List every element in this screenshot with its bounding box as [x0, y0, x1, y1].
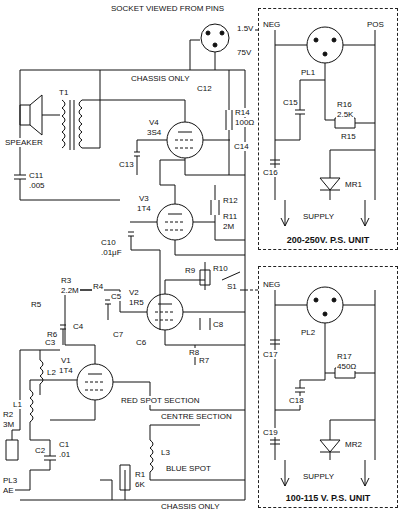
plug-socket — [307, 27, 343, 63]
component-label: 75V — [236, 48, 252, 57]
component-label: C18 — [288, 396, 305, 405]
component-label: R2 — [2, 410, 14, 419]
component-label: CHASSIS ONLY — [130, 74, 191, 83]
component-label: MR2 — [344, 440, 363, 449]
component-label: C11 — [28, 171, 44, 180]
component-label: V1 — [60, 356, 72, 365]
component-label: R15 — [340, 132, 357, 141]
component-label: C6 — [135, 338, 147, 347]
component-label: V4 — [148, 118, 160, 127]
speaker-symbol — [20, 95, 42, 135]
component-label: R5 — [30, 300, 42, 309]
component-label: 2.5K — [336, 110, 354, 119]
supply-rail — [20, 70, 245, 500]
component-label: 450Ω — [336, 362, 357, 371]
oscillator-coil — [150, 425, 245, 480]
component-label: 3S4 — [146, 128, 162, 137]
component-label: R1 — [134, 470, 146, 479]
component-label: C8 — [212, 320, 224, 329]
unit-title: 100-115 V. P.S. UNIT — [259, 493, 397, 503]
rectifier-symbol — [320, 420, 375, 460]
component-label: RED SPOT SECTION — [120, 396, 201, 405]
component-label: CHASSIS ONLY — [160, 502, 221, 511]
component-label: NEG — [262, 280, 281, 289]
component-label: C14 — [233, 142, 250, 151]
component-label: 1T4 — [136, 204, 152, 213]
component-label: 2.2M — [60, 286, 80, 295]
component-label: C13 — [118, 160, 135, 169]
component-label: L1 — [12, 400, 23, 409]
component-label: T1 — [58, 88, 69, 97]
rectifier-symbol — [320, 150, 375, 200]
component-label: R12 — [222, 196, 239, 205]
component-label: SUPPLY — [302, 212, 335, 221]
component-label: PL2 — [300, 328, 316, 337]
component-label: 1T4 — [58, 366, 74, 375]
component-label: NEG — [262, 20, 281, 29]
output-transformer — [62, 100, 82, 148]
component-label: C1 — [58, 440, 70, 449]
component-label: C17 — [262, 350, 279, 359]
component-label: C15 — [282, 98, 299, 107]
component-label: 2M — [222, 222, 235, 231]
component-label: C19 — [262, 428, 279, 437]
component-label: POS — [366, 20, 385, 29]
component-label: SOCKET VIEWED FROM PINS — [110, 4, 225, 13]
component-label: CENTRE SECTION — [160, 412, 233, 421]
component-label: C16 — [262, 168, 279, 177]
component-label: R7 — [198, 356, 210, 365]
component-label: C4 — [72, 322, 84, 331]
component-label: C5 — [110, 292, 122, 301]
component-label: .01μF — [100, 248, 123, 257]
component-label: R9 — [184, 266, 196, 275]
component-label: L2 — [46, 368, 57, 377]
component-label: 1R5 — [128, 298, 145, 307]
component-label: V3 — [138, 194, 150, 203]
component-label: .005 — [28, 181, 46, 190]
component-label: C3 — [44, 338, 56, 347]
component-label: R11 — [222, 212, 238, 221]
component-label: MR1 — [344, 180, 363, 189]
component-label: C10 — [100, 238, 117, 247]
component-label: C2 — [34, 446, 46, 455]
component-label: PL3 — [2, 476, 18, 485]
coil-symbol — [30, 360, 43, 422]
valve-symbol — [77, 122, 203, 400]
component-label: PL1 — [300, 68, 316, 77]
component-label: S1 — [226, 282, 238, 291]
battery-socket — [201, 24, 229, 52]
component-label: R3 — [60, 276, 72, 285]
component-label: L3 — [160, 448, 171, 457]
component-label: V2 — [128, 288, 140, 297]
component-label: AE — [2, 486, 15, 495]
component-label: 6K — [134, 480, 146, 489]
plug-socket — [307, 287, 343, 323]
component-label: R10 — [212, 264, 229, 273]
component-label: 1.5V — [236, 24, 254, 33]
component-label: BLUE SPOT — [165, 464, 212, 473]
component-label: 100Ω — [234, 118, 255, 127]
component-label: R14 — [234, 108, 251, 117]
component-label: 3M — [2, 420, 15, 429]
component-label: C7 — [112, 330, 124, 339]
component-label: SUPPLY — [302, 472, 335, 481]
component-label: R4 — [92, 282, 104, 291]
component-label: R17 — [336, 352, 353, 361]
component-label: .01 — [58, 450, 71, 459]
component-label: R16 — [336, 100, 353, 109]
component-label: SPEAKER — [4, 138, 44, 147]
component-label: C12 — [196, 84, 213, 93]
unit-title: 200-250V. P.S. UNIT — [259, 235, 397, 245]
component-label: R6 — [46, 330, 58, 339]
